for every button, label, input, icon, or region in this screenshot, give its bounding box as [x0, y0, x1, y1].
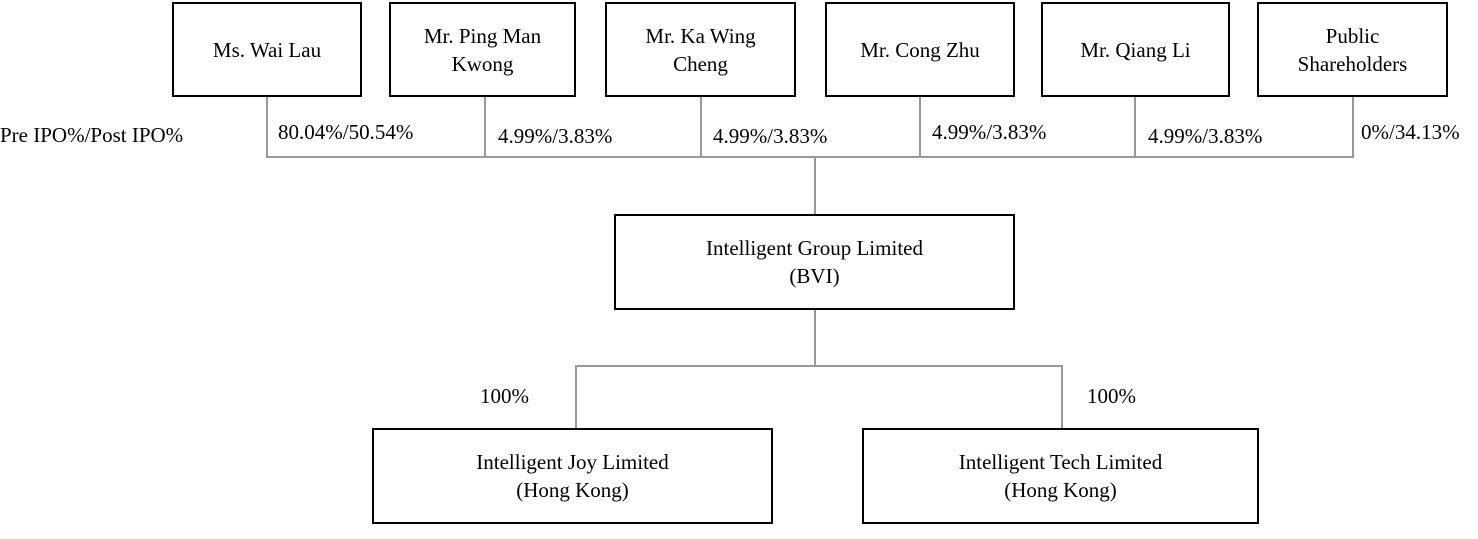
- stake-label: 4.99%/3.83%: [498, 124, 613, 148]
- connector-line: [1061, 365, 1063, 429]
- parent-company-name: Intelligent Group Limited: [706, 236, 923, 260]
- connector-line: [266, 96, 268, 158]
- stake-label: 4.99%/3.83%: [713, 124, 828, 148]
- shareholder-box-ping-man-kwong: Mr. Ping Man Kwong: [389, 2, 576, 97]
- connector-line: [1352, 96, 1354, 158]
- subsidiary-box-joy: Intelligent Joy Limited (Hong Kong): [372, 428, 773, 524]
- subsidiary-name: Intelligent Joy Limited: [476, 450, 669, 474]
- shareholder-box-public: Public Shareholders: [1257, 2, 1448, 97]
- subsidiary-bus-line: [575, 365, 1063, 367]
- row-label: Pre IPO%/Post IPO%: [0, 123, 184, 147]
- stake-label: 4.99%/3.83%: [1148, 124, 1263, 148]
- subsidiary-name: Intelligent Tech Limited: [958, 450, 1163, 474]
- shareholder-box-wai-lau: Ms. Wai Lau: [172, 2, 362, 97]
- subsidiary-stake-label: 100%: [1087, 384, 1136, 408]
- subsidiary-jurisdiction: (Hong Kong): [1004, 478, 1117, 502]
- stake-label: 4.99%/3.83%: [932, 120, 1047, 144]
- parent-company-jurisdiction: (BVI): [789, 264, 840, 288]
- shareholder-name: Ms. Wai Lau: [212, 37, 322, 62]
- connector-line: [814, 156, 816, 215]
- subsidiary-stake-label: 100%: [480, 384, 529, 408]
- shareholder-name-line2: Shareholders: [1297, 51, 1408, 76]
- stake-label: 80.04%/50.54%: [278, 120, 414, 144]
- shareholder-box-cong-zhu: Mr. Cong Zhu: [825, 2, 1015, 97]
- subsidiary-jurisdiction: (Hong Kong): [516, 478, 629, 502]
- connector-line: [484, 96, 486, 158]
- shareholder-name: Mr. Ping Man: [423, 23, 542, 48]
- subsidiary-box-tech: Intelligent Tech Limited (Hong Kong): [862, 428, 1259, 524]
- shareholder-name: Mr. Cong Zhu: [860, 37, 980, 62]
- shareholder-bus-line: [266, 156, 1354, 158]
- connector-line: [575, 365, 577, 429]
- connector-line: [919, 96, 921, 158]
- connector-line: [700, 96, 702, 158]
- stake-label: 0%/34.13%: [1361, 120, 1460, 144]
- shareholder-name: Mr. Ka Wing: [645, 23, 756, 48]
- parent-company-box: Intelligent Group Limited (BVI): [614, 214, 1015, 310]
- connector-line: [814, 310, 816, 367]
- shareholder-name-line2: Cheng: [673, 51, 728, 76]
- connector-line: [1134, 96, 1136, 158]
- shareholder-box-qiang-li: Mr. Qiang Li: [1041, 2, 1230, 97]
- shareholder-name-line2: Kwong: [451, 51, 514, 76]
- shareholder-box-ka-wing-cheng: Mr. Ka Wing Cheng: [605, 2, 796, 97]
- shareholder-name: Mr. Qiang Li: [1080, 37, 1191, 62]
- shareholder-name: Public: [1325, 23, 1380, 48]
